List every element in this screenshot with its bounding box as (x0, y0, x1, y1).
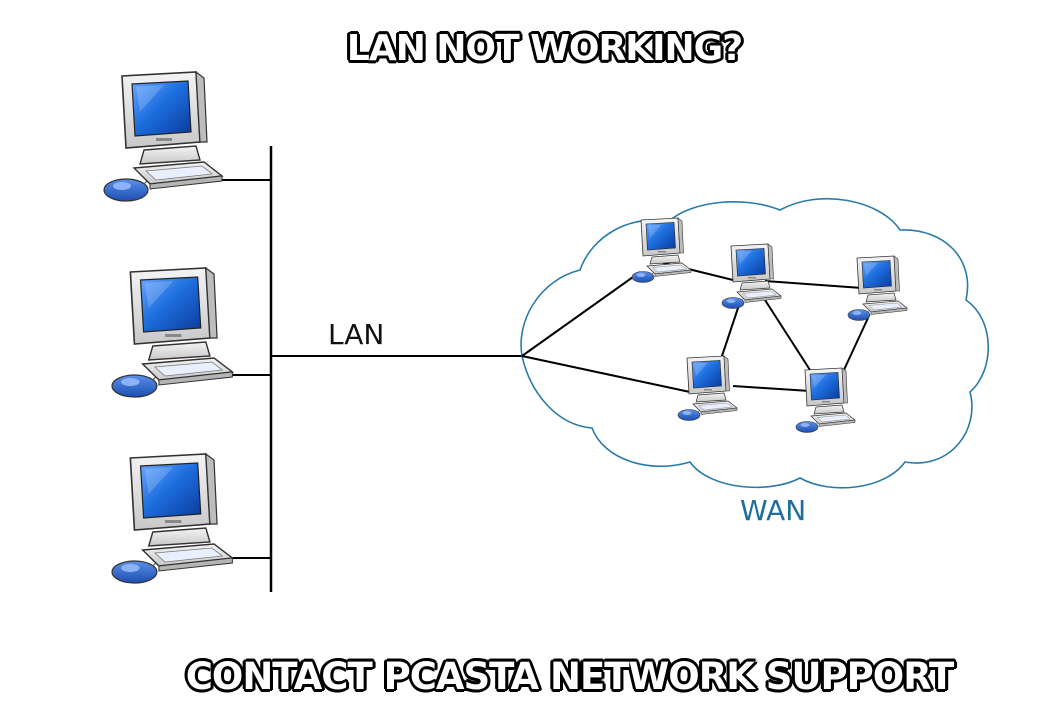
wan-cloud (520, 197, 990, 489)
wan-link (719, 301, 741, 363)
wan-label: WAN (740, 494, 806, 527)
page-title: LAN NOT WORKING? (346, 28, 743, 69)
wan-link (764, 280, 863, 289)
lan-label: LAN (328, 318, 384, 351)
wan-link (521, 271, 641, 357)
computer-icon (103, 71, 223, 202)
wan-link (764, 299, 811, 371)
support-banner: CONTACT PCASTA NETWORK SUPPORT (185, 655, 955, 698)
wan-network: WAN (520, 197, 990, 527)
lan-network: LAN (103, 71, 522, 592)
computer-icon (795, 367, 856, 433)
wan-link (521, 355, 691, 393)
computer-icon (677, 355, 738, 421)
computer-icon (111, 267, 234, 398)
wan-link (842, 317, 869, 373)
computer-icon (631, 217, 692, 283)
computer-icon (111, 453, 234, 584)
wan-link (732, 385, 811, 392)
computer-icon (721, 243, 782, 309)
